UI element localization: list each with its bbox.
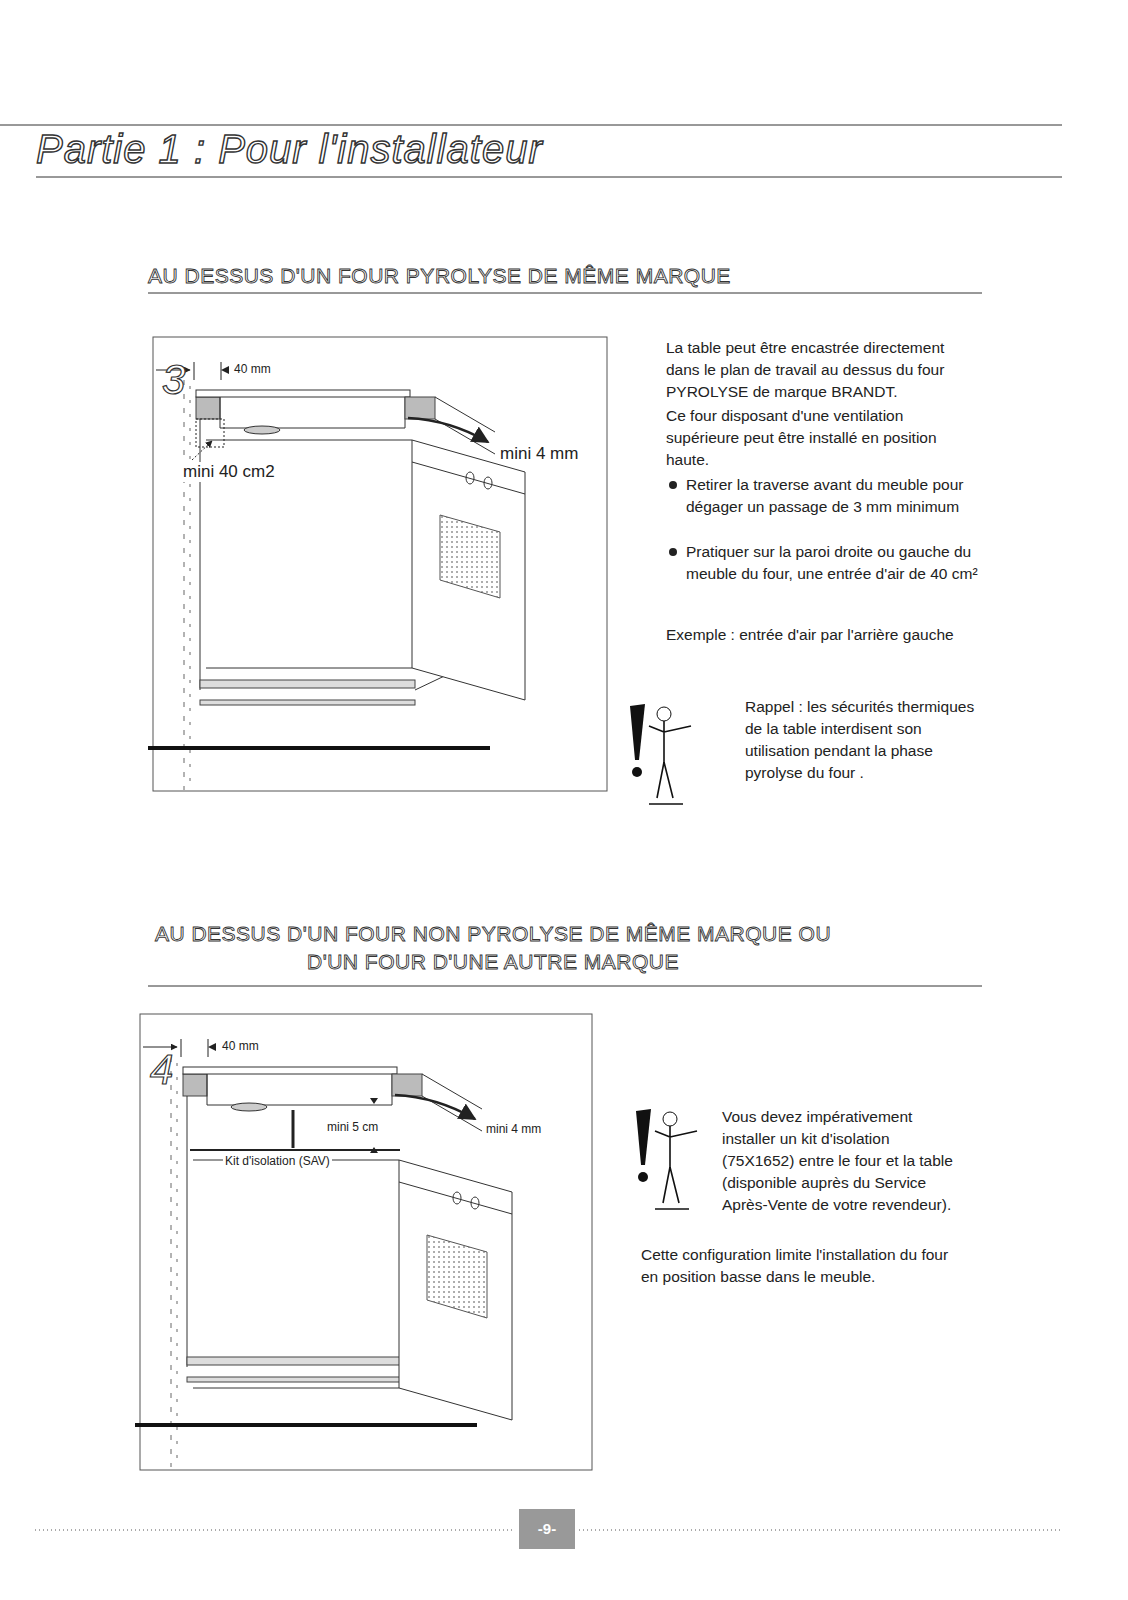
warning-note: Vous devez impérativement installer un k…: [722, 1106, 965, 1216]
dimension: mini 40 cm2: [181, 462, 277, 482]
bullet-text: Pratiquer sur la paroi droite ou gauche …: [666, 541, 980, 585]
figure-number: 3: [162, 358, 185, 402]
body-text: Exemple : entrée d'air par l'arrière gau…: [666, 624, 980, 646]
section-heading: AU DESSUS D'UN FOUR NON PYROLYSE DE MÊME…: [143, 920, 843, 976]
dimension: mini 5 cm: [325, 1120, 380, 1134]
body-text: Ce four disposant d'une ventilation supé…: [666, 405, 980, 471]
dimension: mini 4 mm: [484, 1122, 543, 1136]
dimension: 40 mm: [232, 362, 273, 376]
bullet-text: Retirer la traverse avant du meuble pour…: [666, 474, 980, 518]
body-text: La table peut être encastrée directement…: [666, 337, 980, 403]
part-label: Kit d'isolation (SAV): [223, 1154, 332, 1168]
page-title: Partie 1 : Pour l'installateur: [36, 127, 543, 172]
figure-number: 4: [150, 1048, 173, 1092]
body-text: Cette configuration limite l'installatio…: [641, 1244, 961, 1288]
dimension: mini 4 mm: [498, 444, 580, 464]
page-number: -9-: [519, 1509, 575, 1549]
section-heading: AU DESSUS D'UN FOUR PYROLYSE DE MÊME MAR…: [148, 262, 731, 290]
warning-note: Rappel : les sécurités thermiques de la …: [745, 696, 980, 784]
dimension: 40 mm: [220, 1039, 261, 1053]
